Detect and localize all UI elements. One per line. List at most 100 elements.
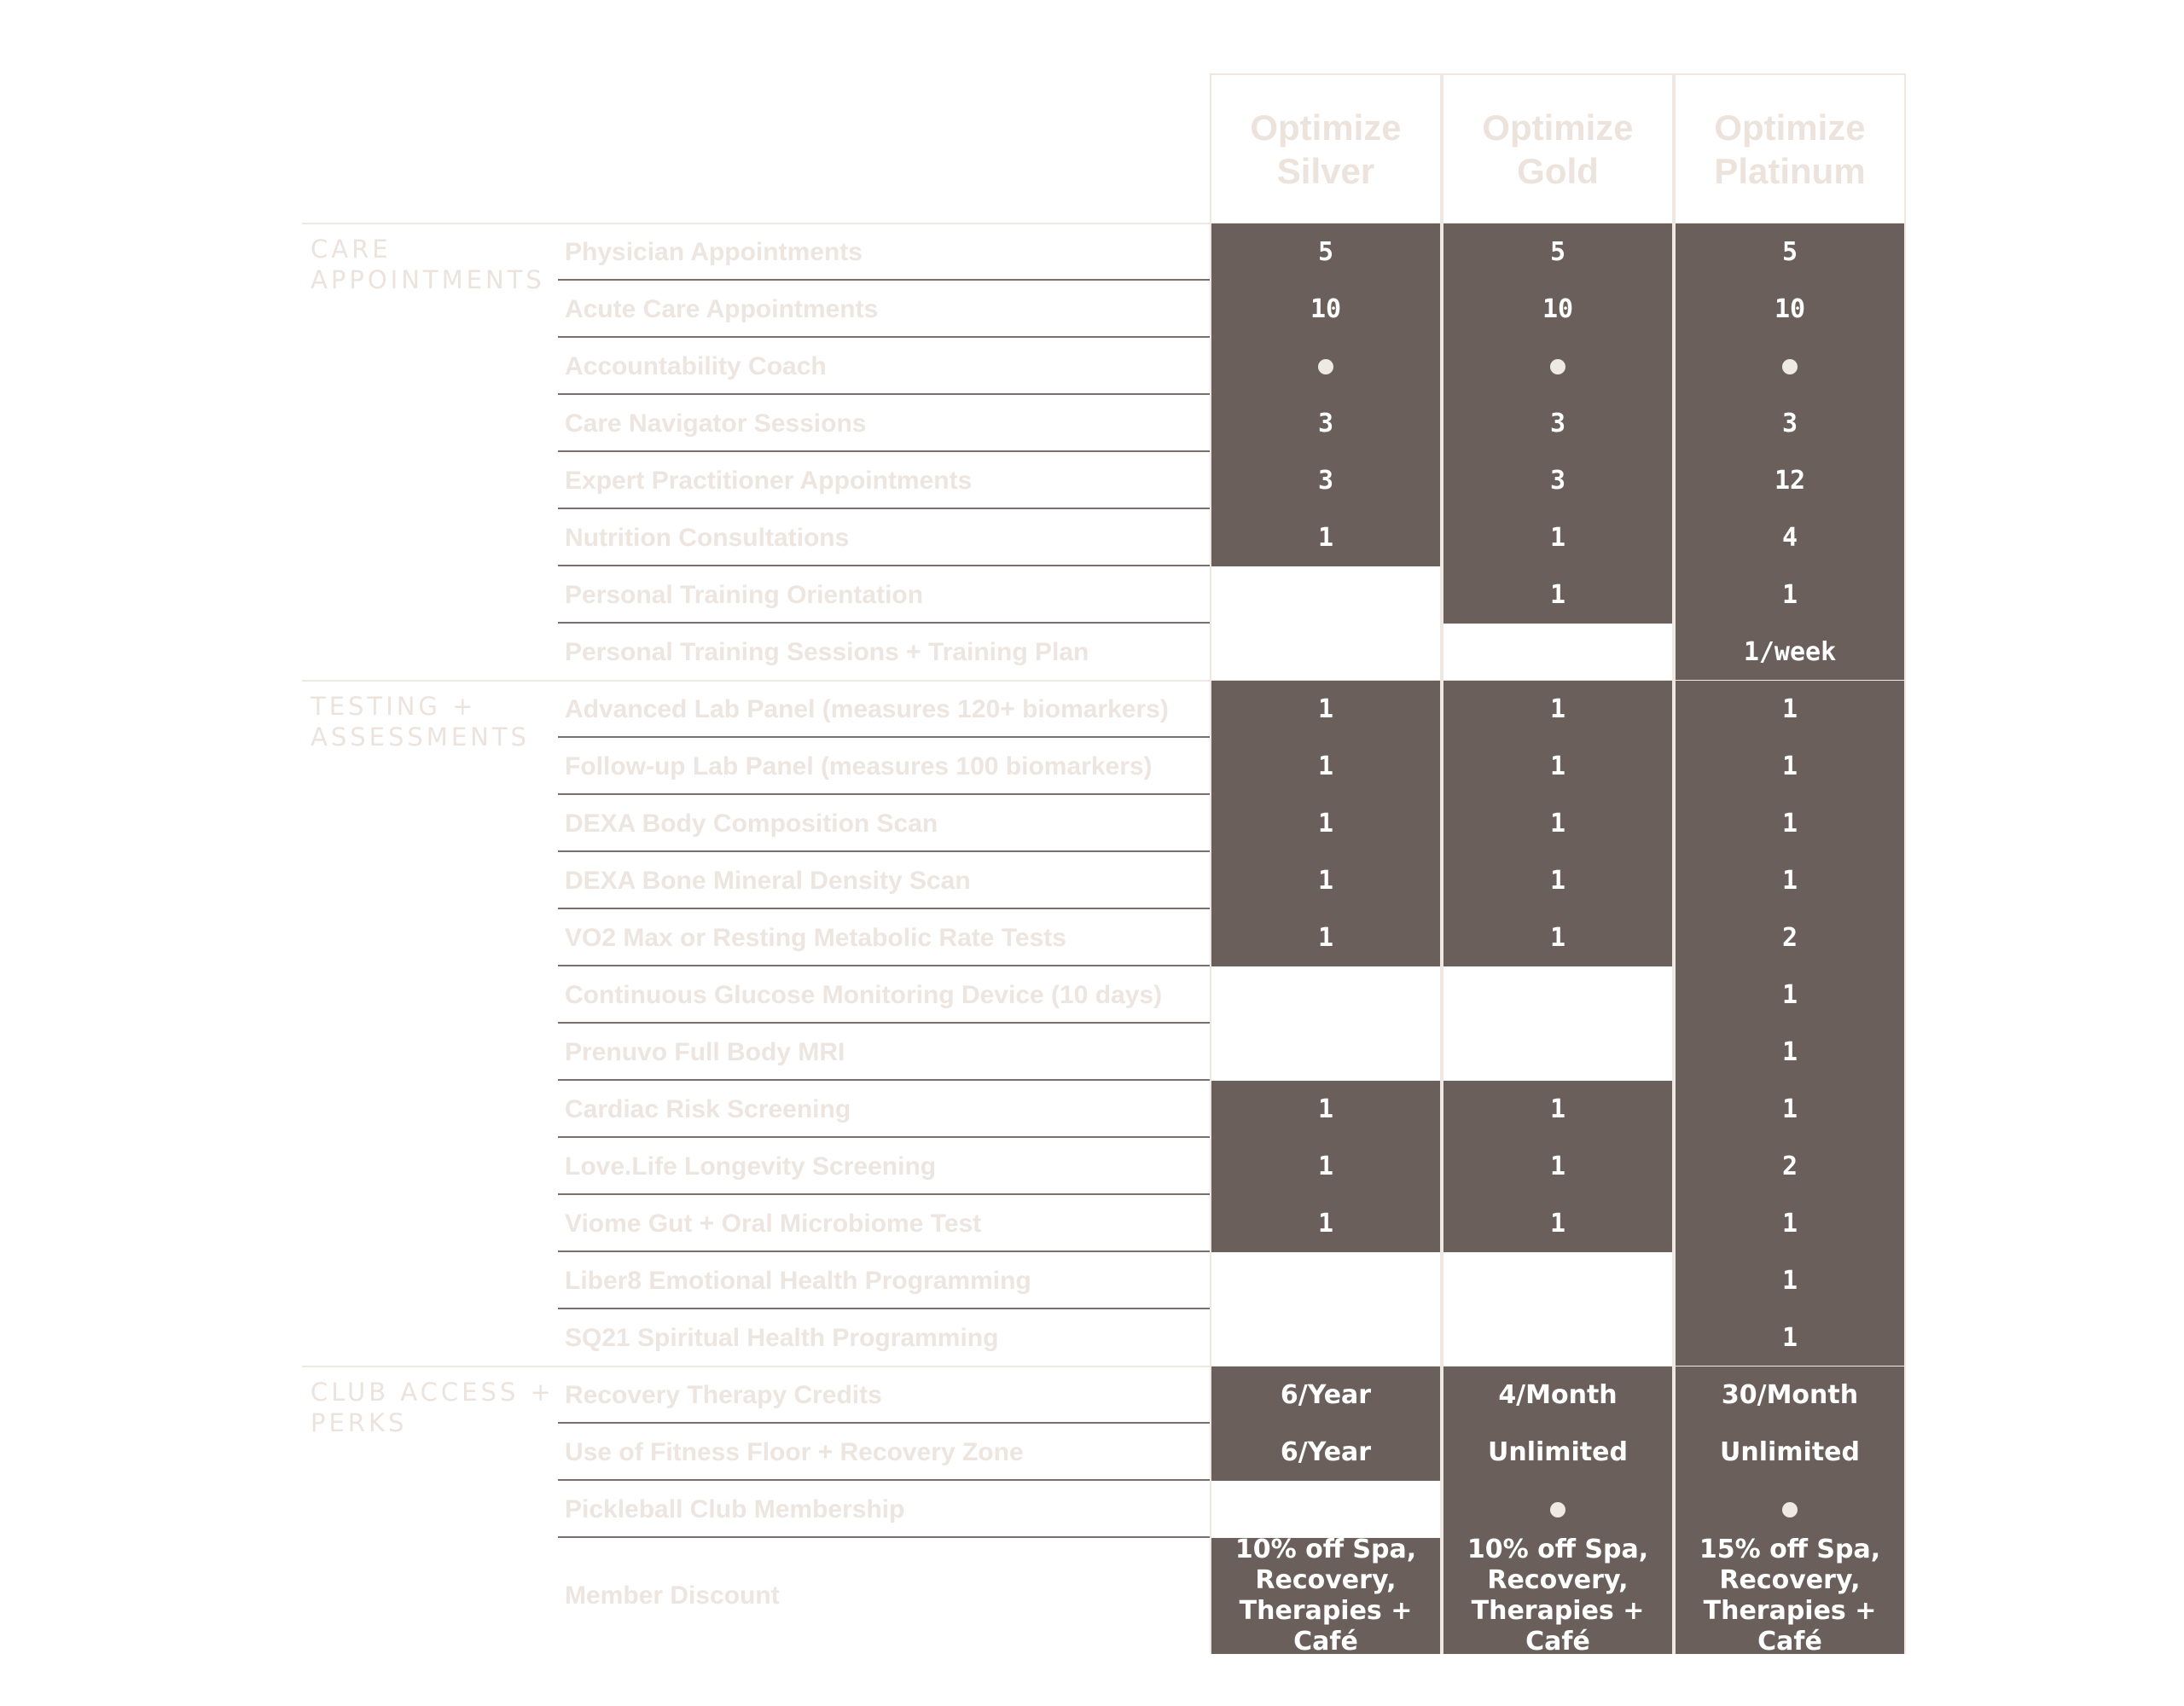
value-cell: 3: [1674, 395, 1906, 452]
discount-line: Recovery,: [1487, 1565, 1629, 1595]
value-cell: 6/Year: [1210, 1367, 1442, 1424]
section-divider: [302, 1366, 1904, 1367]
value-cell: [1210, 1252, 1442, 1309]
row-divider: [558, 508, 1210, 509]
value-cell: 2: [1674, 909, 1906, 966]
row-divider: [558, 1250, 1210, 1252]
row-divider: [558, 1136, 1210, 1138]
feature-label: Love.Life Longevity Screening: [565, 1152, 937, 1181]
section-label-line2: ASSESSMENTS: [311, 722, 530, 751]
value-cell: 3: [1210, 395, 1442, 452]
plan-name-line2: Gold: [1517, 151, 1599, 191]
value-cell: 1: [1674, 738, 1906, 795]
feature-label: DEXA Body Composition Scan: [565, 809, 938, 838]
feature-label: Member Discount: [565, 1581, 780, 1610]
value-cell: [1442, 338, 1674, 395]
value-cell: [1442, 1481, 1674, 1538]
feature-label: DEXA Bone Mineral Density Scan: [565, 866, 971, 895]
value-cell: 1: [1210, 1081, 1442, 1138]
value-cell: Unlimited: [1674, 1424, 1906, 1481]
value-cell: 1: [1442, 566, 1674, 624]
row-divider: [558, 279, 1210, 281]
section-label-line2: APPOINTMENTS: [311, 265, 545, 294]
plan-name-line2: Platinum: [1714, 151, 1866, 191]
value-cell: [1674, 1481, 1906, 1538]
value-cell: 12: [1674, 452, 1906, 509]
value-cell: 1: [1210, 795, 1442, 852]
value-cell: [1674, 338, 1906, 395]
value-cell: 1: [1674, 966, 1906, 1024]
included-dot-icon: [1318, 358, 1333, 374]
value-cell: 1: [1210, 909, 1442, 966]
value-cell: 1: [1210, 681, 1442, 738]
feature-label: Pickleball Club Membership: [565, 1494, 905, 1523]
feature-label: Personal Training Orientation: [565, 580, 924, 609]
value-cell: 1: [1674, 1195, 1906, 1252]
discount-text: 10% off Spa,Recovery,Therapies + Café: [1210, 1535, 1442, 1657]
section-divider: [302, 223, 1904, 224]
value-cell: [1210, 338, 1442, 395]
value-cell: 10% off Spa,Recovery,Therapies + Café: [1442, 1535, 1674, 1657]
plan-name-line1: Optimize: [1714, 107, 1866, 148]
included-dot-icon: [1550, 1501, 1565, 1517]
row-divider: [558, 1479, 1210, 1481]
feature-label: Personal Training Sessions + Training Pl…: [565, 637, 1089, 666]
value-cell: [1210, 566, 1442, 624]
value-cell: 1: [1674, 681, 1906, 738]
feature-label: Continuous Glucose Monitoring Device (10…: [565, 980, 1163, 1009]
value-cell: 10% off Spa,Recovery,Therapies + Café: [1210, 1535, 1442, 1657]
value-cell: 5: [1210, 223, 1442, 281]
value-cell: 1: [1210, 509, 1442, 566]
value-cell: 1: [1210, 1195, 1442, 1252]
value-cell: 1: [1674, 1252, 1906, 1309]
value-cell: 5: [1442, 223, 1674, 281]
value-cell: 10: [1674, 281, 1906, 338]
feature-label: Accountability Coach: [565, 351, 827, 380]
row-divider: [558, 736, 1210, 738]
value-cell: [1442, 1309, 1674, 1367]
value-cell: [1442, 966, 1674, 1024]
row-divider: [558, 565, 1210, 566]
discount-line: 15% off Spa,: [1699, 1535, 1881, 1564]
value-cell: [1442, 1252, 1674, 1309]
discount-line: Recovery,: [1255, 1565, 1397, 1595]
discount-line: Therapies + Café: [1471, 1596, 1645, 1657]
feature-label: Advanced Lab Panel (measures 120+ biomar…: [565, 694, 1169, 723]
value-cell: [1210, 1024, 1442, 1081]
section-label-line1: CARE: [311, 235, 392, 264]
row-divider: [558, 393, 1210, 395]
row-divider: [558, 793, 1210, 795]
value-cell: 1: [1674, 795, 1906, 852]
plan-name-line1: Optimize: [1482, 107, 1634, 148]
discount-line: 10% off Spa,: [1467, 1535, 1649, 1564]
value-cell: 10: [1210, 281, 1442, 338]
section-divider: [302, 680, 1904, 682]
discount-text: 10% off Spa,Recovery,Therapies + Café: [1442, 1535, 1674, 1657]
feature-label: Expert Practitioner Appointments: [565, 466, 973, 495]
value-cell: 1: [1442, 681, 1674, 738]
row-divider: [558, 965, 1210, 966]
plan-name-line1: Optimize: [1250, 107, 1402, 148]
value-cell: 1: [1442, 509, 1674, 566]
value-cell: 1: [1674, 852, 1906, 909]
discount-line: Recovery,: [1719, 1565, 1861, 1595]
feature-label: Use of Fitness Floor + Recovery Zone: [565, 1437, 1024, 1466]
value-cell: 15% off Spa,Recovery,Therapies + Café: [1674, 1535, 1906, 1657]
feature-label: Viome Gut + Oral Microbiome Test: [565, 1209, 982, 1238]
feature-label: Acute Care Appointments: [565, 294, 879, 323]
included-dot-icon: [1782, 358, 1798, 374]
value-cell: 1: [1442, 852, 1674, 909]
value-cell: [1210, 1481, 1442, 1538]
section-label: TESTING +ASSESSMENTS: [311, 691, 530, 752]
value-cell: 1: [1442, 795, 1674, 852]
value-cell: 1: [1674, 566, 1906, 624]
feature-label: Cardiac Risk Screening: [565, 1094, 851, 1123]
included-dot-icon: [1782, 1501, 1798, 1517]
value-cell: 6/Year: [1210, 1424, 1442, 1481]
value-cell: [1442, 1024, 1674, 1081]
